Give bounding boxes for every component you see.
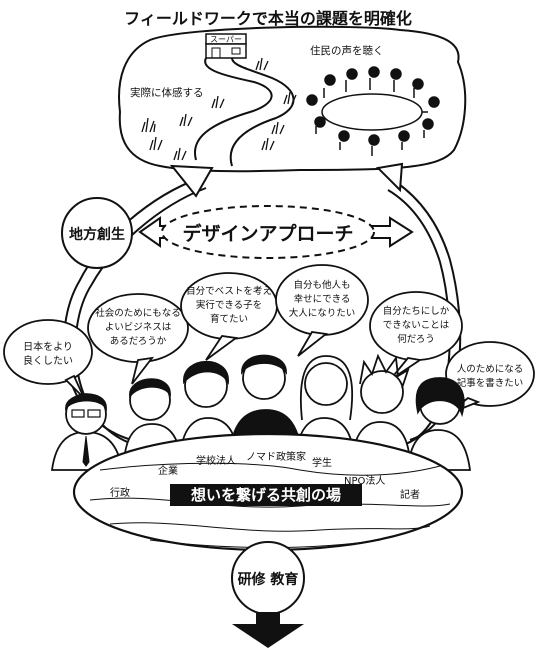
bubble-line: あるだろうか	[110, 336, 167, 347]
speech-bubble: 自分も他人も 幸せにできる 大人になりたい	[275, 264, 369, 357]
speech-bubble: 自分でベストを考え 実行できる子を 育てたい	[180, 272, 278, 361]
regional-revitalization-label: 地方創生	[69, 226, 125, 243]
role-label: 行政	[110, 486, 130, 499]
supermarket-building: スーパー	[205, 33, 247, 59]
bubble-line: 日本をより	[23, 340, 73, 353]
speech-bubble: 人のためになる 記事を書きたい	[445, 341, 535, 415]
arrowhead-left	[169, 164, 214, 198]
design-approach-label: デザインアプローチ	[182, 222, 353, 245]
residents-meeting	[306, 66, 440, 156]
winding-road	[193, 57, 295, 167]
diagram-title: フィールドワークで本当の課題を明確化	[124, 9, 412, 28]
bubble-line: 幸せにできる	[294, 294, 351, 305]
speech-bubble: 日本をより 良くしたい	[3, 319, 93, 399]
bubble-line: よいビジネスは	[105, 322, 172, 333]
field-left-caption: 実際に体感する	[130, 86, 204, 99]
bubble-line: 記事を書きたい	[457, 377, 524, 389]
bubble-line: 自分でベストを考え	[186, 285, 272, 297]
store-sign-label: スーパー	[210, 35, 242, 44]
training-education-label: 研修 教育	[238, 571, 299, 588]
fieldwork-cloud	[118, 25, 467, 173]
role-label: ノマド政策家	[246, 450, 306, 463]
role-label: 学校法人	[196, 454, 236, 467]
bubble-line: 育てたい	[210, 313, 248, 325]
role-label: 学生	[312, 456, 332, 469]
resident-figure	[306, 66, 440, 146]
bubble-line: できないことは	[383, 320, 450, 331]
role-labels: 行政 企業 学校法人 ノマド政策家 学生 NPO法人 記者	[110, 450, 420, 501]
regional-revitalization-circle	[61, 197, 133, 269]
bubble-line: 自分も他人も	[293, 279, 350, 291]
role-label: 企業	[158, 464, 178, 477]
table-banner-label: 想いを繋げる共創の場	[190, 486, 341, 504]
role-label: 記者	[400, 488, 420, 501]
field-right-caption: 住民の声を聴く	[310, 44, 384, 57]
bubble-line: 社会のためにもなる	[95, 307, 181, 319]
role-label: NPO法人	[344, 474, 385, 487]
down-arrow	[232, 612, 304, 648]
grass-tufts	[141, 57, 297, 161]
arrowhead-right	[375, 162, 404, 193]
bubble-line: 実行できる子を	[196, 299, 262, 311]
speech-bubble: 社会のためにもなる よいビジネスは あるだろうか	[87, 293, 189, 385]
bubble-line: 自分たちにしか	[383, 305, 450, 317]
bubble-line: 何だろう	[397, 333, 434, 345]
table-banner-box	[170, 484, 362, 506]
bubble-line: 良くしたい	[23, 354, 73, 367]
bubble-line: 大人になりたい	[289, 307, 356, 319]
bubble-line: 人のためになる	[457, 364, 524, 375]
design-approach-cloud	[161, 205, 375, 259]
